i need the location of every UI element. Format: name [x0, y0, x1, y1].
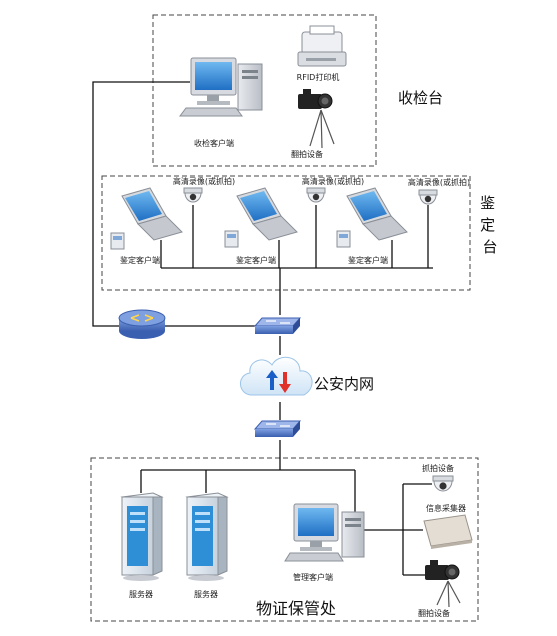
- intake-reproduction-camera-icon: [298, 89, 335, 149]
- intake-zone-title: 收检台: [398, 89, 443, 107]
- intranet-label: 公安内网: [314, 375, 374, 393]
- lower-switch-icon: [253, 420, 302, 437]
- collector-label: 信息采集器: [426, 503, 466, 513]
- storage-camera-label: 翻拍设备: [418, 608, 450, 618]
- dome-camera-label: 抓拍设备: [422, 463, 454, 473]
- identification-dome-camera-2: [306, 187, 326, 203]
- identification-reader-3: [336, 230, 351, 248]
- router-icon: [118, 309, 166, 339]
- identification-dome-camera-3: [418, 189, 438, 205]
- storage-dome-camera-icon: [432, 475, 454, 492]
- identification-dome-camera-1: [183, 187, 203, 203]
- identification-zone-box: [101, 175, 471, 291]
- storage-reproduction-camera-icon: [425, 560, 461, 608]
- storage-zone-title: 物证保管处: [256, 599, 336, 618]
- intake-client-label: 收检客户端: [194, 138, 234, 148]
- identification-laptop-3: [346, 187, 408, 241]
- server-2-label: 服务器: [194, 589, 218, 599]
- identification-camera-label-1: 高清录像(或抓拍): [173, 176, 235, 186]
- identification-zone-title: 鉴 定 台: [480, 194, 500, 256]
- identification-laptop-1: [121, 187, 183, 241]
- rfid-printer-label: RFID打印机: [297, 72, 340, 82]
- server-2-icon: [185, 492, 229, 581]
- intranet-cloud-icon: [240, 356, 313, 396]
- intake-camera-label: 翻拍设备: [291, 149, 323, 159]
- intake-zone-box: [152, 14, 377, 167]
- server-1-label: 服务器: [129, 589, 153, 599]
- identification-client-label-2: 鉴定客户端: [236, 255, 276, 265]
- identification-reader-1: [110, 232, 125, 250]
- upper-switch-icon: [253, 317, 302, 334]
- intake-client-computer: [179, 57, 263, 117]
- storage-client-computer: [284, 503, 365, 562]
- identification-camera-label-2: 高清录像(或抓拍): [302, 176, 364, 186]
- identification-client-label-1: 鉴定客户端: [120, 255, 160, 265]
- server-1-icon: [120, 492, 164, 581]
- storage-client-label: 管理客户端: [293, 572, 333, 582]
- identification-client-label-3: 鉴定客户端: [348, 255, 388, 265]
- identification-reader-2: [224, 230, 239, 248]
- connection-lines: [92, 81, 433, 576]
- info-collector-icon: [423, 514, 473, 549]
- identification-camera-label-3: 高清录像(或抓拍): [408, 177, 470, 187]
- rfid-printer-icon: [297, 25, 347, 67]
- storage-zone-box: [90, 457, 479, 622]
- identification-laptop-2: [236, 187, 298, 241]
